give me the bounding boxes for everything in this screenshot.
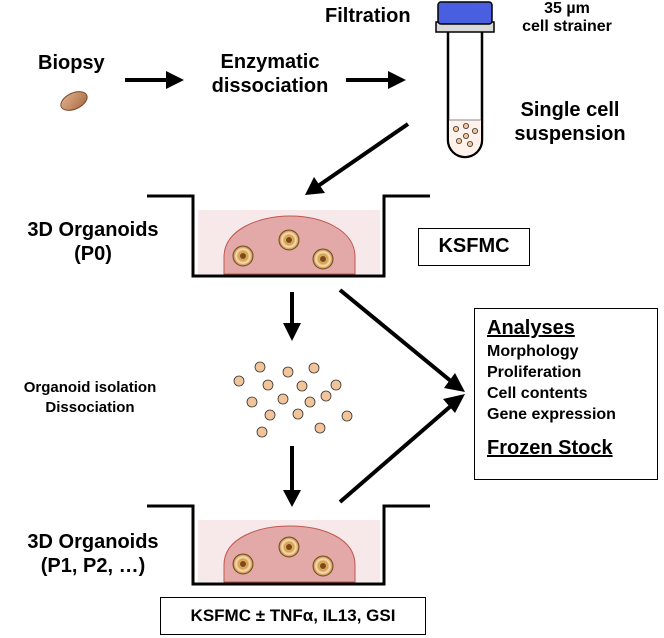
single-cell <box>308 362 320 374</box>
suspension-cell <box>455 137 462 144</box>
organoids-p1-line1: 3D Organoids <box>27 531 159 553</box>
organoids-p0-line1: 3D Organoids <box>27 219 159 241</box>
biopsy-label: Biopsy <box>38 52 105 74</box>
single-cell <box>246 396 258 408</box>
isolation-dissociation-label: Organoid isolation Dissociation <box>0 378 180 418</box>
single-cell <box>292 408 304 420</box>
isolation-line2: Dissociation <box>45 399 135 416</box>
ksfmc-medium-box: KSFMC <box>418 228 530 266</box>
organoid-icon <box>232 245 254 267</box>
single-cell <box>296 380 308 392</box>
single-cell <box>304 396 316 408</box>
single-cell <box>314 422 326 434</box>
single-cell <box>256 426 268 438</box>
organoid-icon <box>278 229 300 251</box>
single-cell <box>282 366 294 378</box>
single-cell <box>264 409 276 421</box>
tube-cap <box>437 1 493 25</box>
single-cell <box>330 379 342 391</box>
organoids-p1-line2: (P1, P2, …) <box>40 555 146 577</box>
suspension-cell <box>466 140 473 147</box>
single-cell-suspension-label: Single cell suspension <box>500 98 640 146</box>
single-cell <box>277 393 289 405</box>
analyses-item: Morphology <box>487 343 579 360</box>
arrow-suspension-to-organoids <box>305 122 410 195</box>
single-cell <box>262 379 274 391</box>
analyses-title: Analyses <box>487 317 575 339</box>
strainer-line2: cell strainer <box>522 18 612 35</box>
suspension-cell <box>452 126 459 133</box>
suspension-cell <box>471 127 478 134</box>
single-cell <box>341 410 353 422</box>
suspension-cell <box>462 123 469 130</box>
organoids-p1-label: 3D Organoids (P1, P2, …) <box>8 530 178 578</box>
arrow-biopsy-to-enzymatic <box>125 71 184 89</box>
suspension-line1: Single cell <box>520 99 620 121</box>
ksfmc-label: KSFMC <box>438 235 510 257</box>
single-cell <box>320 390 332 402</box>
culture-well-p0 <box>147 194 430 278</box>
analyses-box: Analyses Morphology Proliferation Cell c… <box>474 308 658 480</box>
organoid-icon <box>232 553 254 575</box>
biopsy-tissue-icon <box>60 91 88 111</box>
enzymatic-line1: Enzymatic <box>220 51 320 73</box>
enzymatic-dissociation-label: Enzymatic dissociation <box>200 50 340 98</box>
strainer-label: 35 µm cell strainer <box>502 0 632 36</box>
arrow-enzymatic-to-filtration <box>346 71 406 89</box>
dissociated-cells <box>233 361 353 438</box>
single-cell <box>233 375 245 387</box>
test-tube-icon <box>435 1 495 159</box>
culture-well-p1 <box>147 504 430 586</box>
arrow-p0-to-analyses <box>338 288 465 392</box>
organoid-icon <box>312 555 334 577</box>
frozen-stock-label: Frozen Stock <box>487 437 613 459</box>
arrow-p1-to-analyses <box>338 394 465 504</box>
strainer-line1: 35 µm <box>544 0 590 17</box>
analyses-item: Cell contents <box>487 385 588 402</box>
medium-p1-label: KSFMC ± TNFα, IL13, GSI <box>190 606 396 625</box>
analyses-item: Gene expression <box>487 406 616 423</box>
suspension-line2: suspension <box>514 123 626 145</box>
suspension-cell <box>462 132 469 139</box>
arrow-dissociation-down <box>283 446 301 507</box>
arrow-p0-down <box>283 292 301 341</box>
enzymatic-line2: dissociation <box>211 75 329 97</box>
organoids-p0-label: 3D Organoids (P0) <box>8 218 178 266</box>
filtration-label: Filtration <box>325 5 411 27</box>
analyses-item: Proliferation <box>487 364 582 381</box>
isolation-line1: Organoid isolation <box>23 379 157 396</box>
organoids-p0-line2: (P0) <box>74 243 112 265</box>
single-cell <box>254 361 266 373</box>
medium-p1-box: KSFMC ± TNFα, IL13, GSI <box>160 597 426 635</box>
organoid-icon <box>278 536 300 558</box>
organoid-icon <box>312 248 334 270</box>
